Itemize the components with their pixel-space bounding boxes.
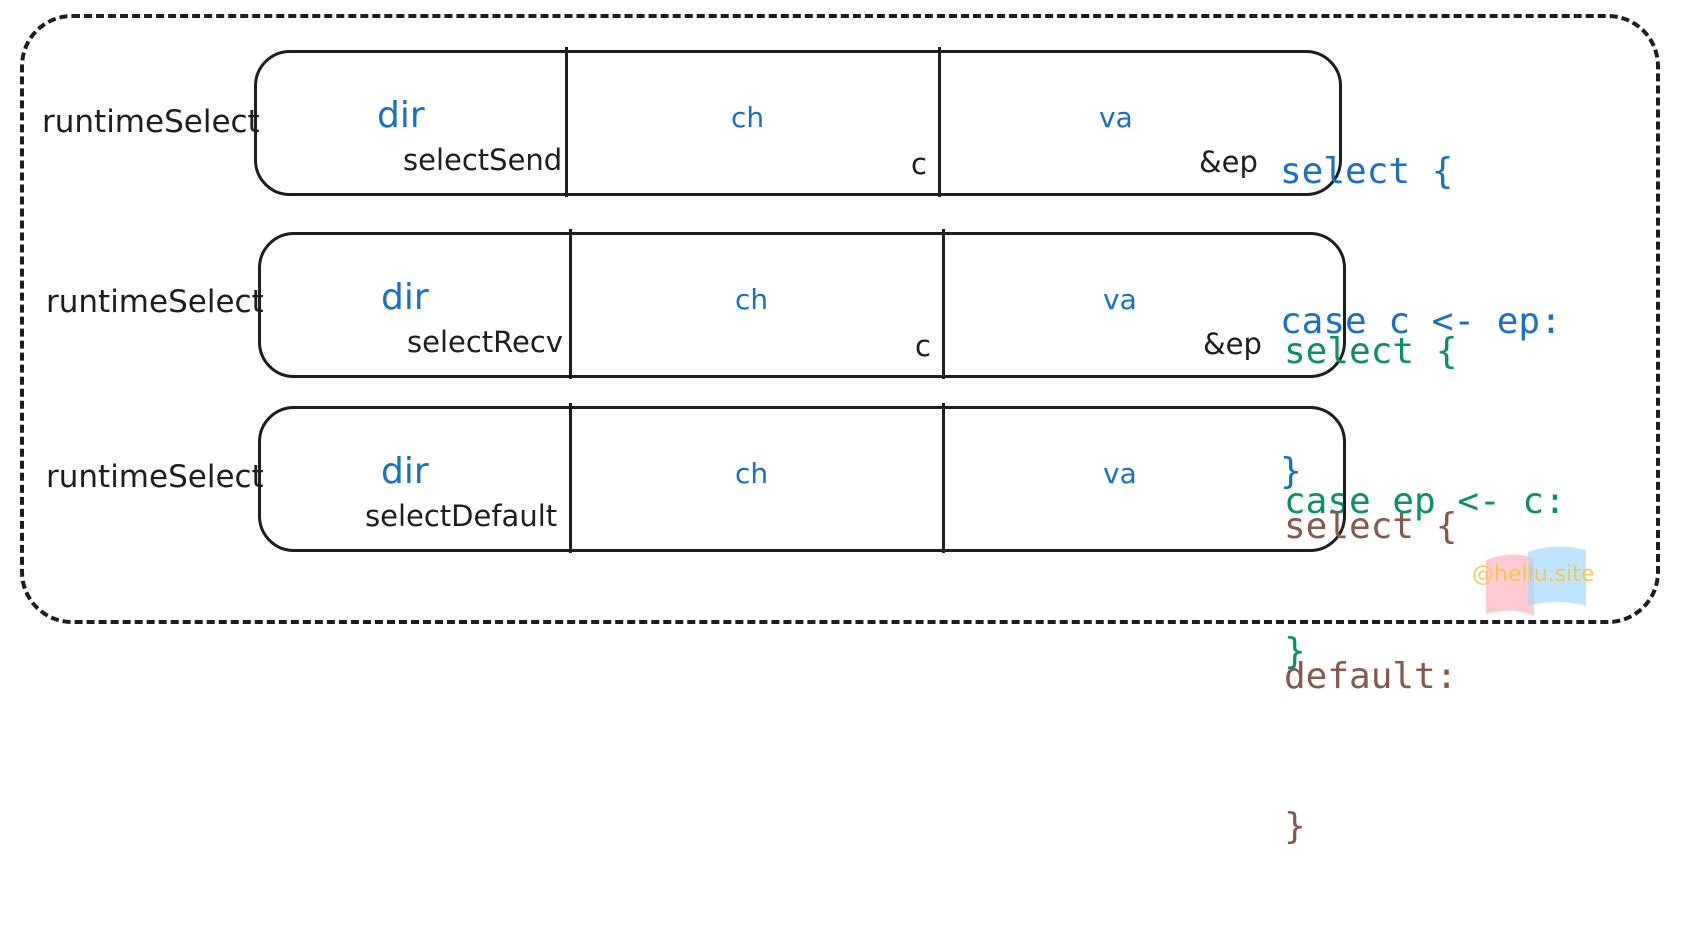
go-code-snippet: select { case ep <- c: }	[1284, 227, 1566, 777]
code-line: }	[1280, 451, 1302, 492]
dir-field-label: dir	[377, 95, 425, 136]
code-line: case ep <- c:	[1284, 481, 1566, 522]
scase-struct-box: dir ch va selectDefault	[258, 403, 1346, 553]
va-field-label: va	[1099, 101, 1133, 134]
ch-value: c	[915, 329, 931, 363]
flag-logo-icon	[1486, 546, 1586, 616]
go-code-snippet: select { default: }	[1284, 402, 1457, 952]
ch-field-label: ch	[735, 457, 769, 490]
dir-value: selectDefault	[365, 499, 558, 533]
field-divider	[569, 229, 572, 379]
ch-field-label: ch	[735, 283, 769, 316]
code-line: select {	[1280, 151, 1454, 192]
ch-field-label: ch	[731, 101, 765, 134]
field-divider	[942, 403, 945, 553]
field-divider	[569, 403, 572, 553]
dashed-frame	[20, 14, 1660, 624]
scase-struct-box: dir ch va selectSend c &ep	[254, 47, 1342, 197]
code-line: case c <- ep:	[1280, 301, 1562, 342]
ch-value: c	[911, 147, 927, 181]
row-label: runtimeSelect	[46, 459, 264, 495]
va-field-label: va	[1103, 457, 1137, 490]
row-label: runtimeSelect	[42, 104, 260, 140]
watermark-text: @hellu.site	[1472, 562, 1595, 587]
dir-value: selectSend	[403, 143, 563, 177]
row-label: runtimeSelect	[46, 284, 264, 320]
dir-value: selectRecv	[407, 325, 563, 359]
code-line: }	[1284, 806, 1306, 847]
field-divider	[938, 47, 941, 197]
go-code-snippet: select { case c <- ep: }	[1280, 47, 1562, 597]
va-value: &ep	[1199, 145, 1258, 179]
field-divider	[565, 47, 568, 197]
watermark-logo: @hellu.site	[1472, 540, 1642, 620]
scase-struct-box: dir ch va selectRecv c &ep	[258, 229, 1346, 379]
field-divider	[942, 229, 945, 379]
va-field-label: va	[1103, 283, 1137, 316]
code-line: select {	[1284, 331, 1458, 372]
code-line: select {	[1284, 506, 1458, 547]
va-value: &ep	[1203, 327, 1262, 361]
dir-field-label: dir	[381, 451, 429, 492]
code-line: default:	[1284, 656, 1458, 697]
dir-field-label: dir	[381, 277, 429, 318]
